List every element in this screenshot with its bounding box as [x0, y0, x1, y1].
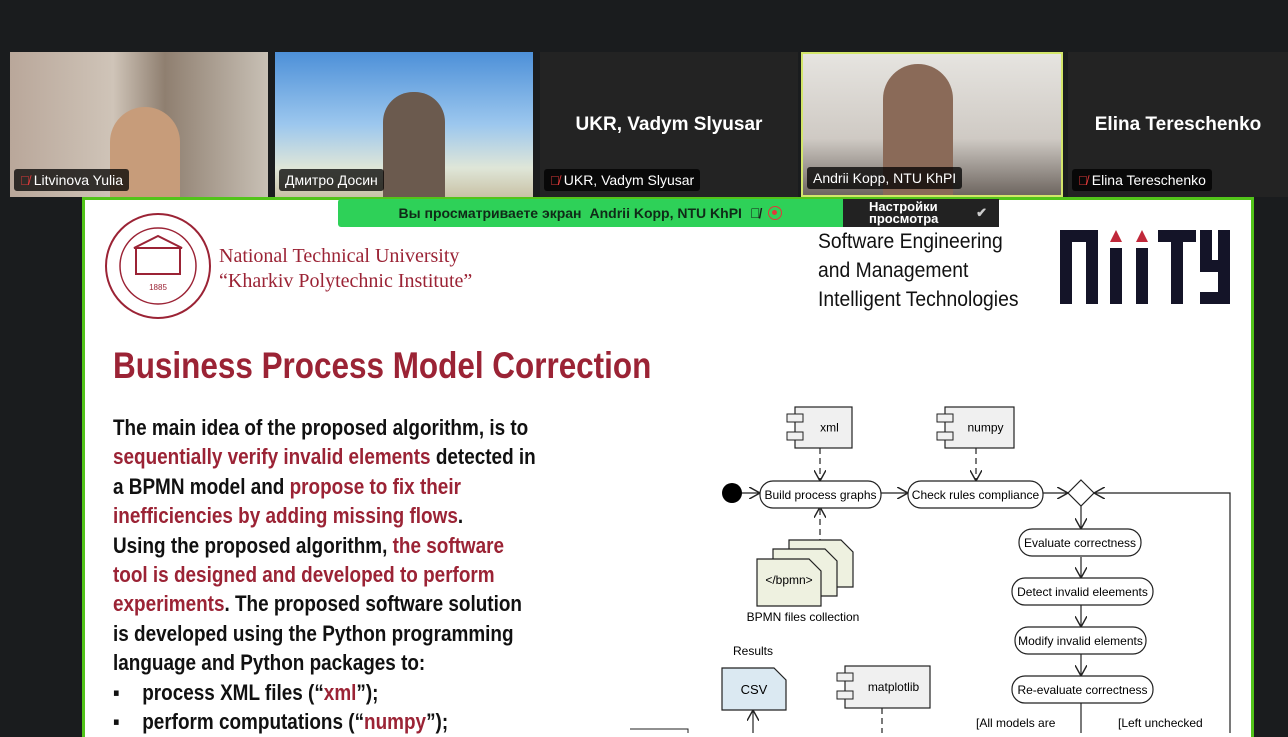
- body-line: ▪ perform computations (“numpy”);: [113, 707, 536, 736]
- highlighted-text: tool is designed and developed to perfor…: [113, 562, 495, 588]
- action-node: Detect invalid eleements: [1011, 577, 1154, 606]
- body-line: tool is designed and developed to perfor…: [113, 560, 536, 589]
- action-label: Check rules compliance: [912, 488, 1040, 502]
- university-name-line: “Kharkiv Polytechnic Institute”: [219, 270, 473, 292]
- participant-display-name: UKR, Vadym Slyusar: [575, 114, 763, 135]
- body-text: perform computations (“: [142, 709, 365, 735]
- action-node: Re-evaluate correctness: [1011, 675, 1154, 704]
- mic-muted-icon: 🎙̸: [550, 172, 560, 188]
- body-text: detected in: [430, 444, 536, 470]
- university-name-line: National Technical University: [219, 245, 460, 267]
- participant-tile[interactable]: Elina Tereschenko 🎙̸Elina Tereschenko: [1068, 52, 1288, 197]
- participant-name: UKR, Vadym Slyusar: [563, 172, 695, 188]
- start-node: [722, 483, 742, 503]
- bpmn-doc-label: </bpmn>: [765, 573, 812, 587]
- slide-body-text: The main idea of the proposed algorithm,…: [113, 413, 536, 736]
- action-node: Build process graphs: [759, 480, 882, 509]
- body-text: process XML files (“: [142, 679, 324, 705]
- csv-label: CSV: [741, 682, 768, 697]
- component-label: matplotlib: [868, 680, 920, 694]
- university-seal-logo: 1885: [105, 213, 211, 319]
- action-node: Check rules compliance: [907, 480, 1044, 509]
- highlighted-text: numpy: [364, 709, 427, 735]
- body-text: a BPMN model and: [113, 473, 290, 499]
- participant-tile-active[interactable]: Andrii Kopp, NTU KhPI: [801, 52, 1063, 197]
- action-node: Modify invalid elements: [1014, 626, 1147, 655]
- body-line: is developed using the Python programmin…: [113, 619, 536, 648]
- view-options-button[interactable]: Настройки просмотра ✔: [843, 199, 999, 227]
- highlighted-text: experiments: [113, 591, 225, 617]
- body-text: The main idea of the proposed algorithm,…: [113, 415, 529, 440]
- share-banner-text: Вы просматриваете экран: [398, 205, 582, 221]
- body-line: experiments. The proposed software solut…: [113, 589, 536, 618]
- body-text: . The proposed software solution: [224, 591, 522, 617]
- action-label: Build process graphs: [764, 488, 876, 502]
- decision-node: [1067, 479, 1095, 507]
- action-label: Detect invalid eleements: [1017, 585, 1148, 599]
- body-line: The main idea of the proposed algorithm,…: [113, 413, 536, 442]
- body-text: is developed using the Python programmin…: [113, 620, 514, 646]
- participant-name: Дмитро Досин: [285, 172, 378, 188]
- action-label: Evaluate correctness: [1024, 536, 1136, 550]
- csv-document: [721, 667, 787, 711]
- action-label: Re-evaluate correctness: [1017, 683, 1147, 697]
- presenter-name: Andrii Kopp, NTU KhPI: [589, 205, 742, 221]
- body-line: Using the proposed algorithm, the softwa…: [113, 531, 536, 560]
- body-text: Using the proposed algorithm,: [113, 532, 393, 558]
- body-line: ▪ process XML files (“xml”);: [113, 678, 536, 707]
- participant-name: Andrii Kopp, NTU KhPI: [813, 170, 957, 186]
- body-text: ”);: [356, 679, 379, 705]
- highlighted-text: inefficiencies by adding missing flows: [113, 503, 458, 529]
- university-name: National Technical University “Kharkiv P…: [219, 244, 472, 294]
- highlighted-text: the software: [392, 532, 505, 558]
- body-text: language and Python packages to:: [113, 650, 426, 676]
- component-xml: xml: [786, 406, 853, 449]
- body-line: a BPMN model and propose to fix their: [113, 472, 536, 501]
- view-options-label: Настройки просмотра: [869, 199, 939, 226]
- participant-tile[interactable]: Дмитро Досин: [275, 52, 533, 197]
- department-line: Intelligent Technologies: [818, 288, 1019, 311]
- body-text: .: [457, 503, 464, 529]
- participant-display-name: Elina Tereschenko: [1094, 114, 1262, 135]
- participant-tile[interactable]: UKR, Vadym Slyusar 🎙̸UKR, Vadym Slyusar: [540, 52, 798, 197]
- action-label: Modify invalid elements: [1018, 634, 1143, 648]
- body-line: inefficiencies by adding missing flows.: [113, 501, 536, 530]
- mic-muted-icon: 🎙̸: [1078, 172, 1088, 188]
- participant-tile[interactable]: 🎙̸Litvinova Yulia: [10, 52, 268, 197]
- highlighted-text: xml: [323, 679, 357, 705]
- participant-name: Elina Tereschenko: [1091, 172, 1206, 188]
- bpmn-collection-label: BPMN files collection: [747, 610, 860, 624]
- component-label: numpy: [967, 421, 1003, 435]
- component-label: xml: [820, 421, 839, 435]
- results-label: Results: [733, 644, 773, 658]
- bullet-icon: ▪: [113, 679, 120, 705]
- department-name: Software Engineering and Management Inte…: [818, 227, 1019, 314]
- department-line: Software Engineering: [818, 230, 1003, 253]
- body-line: language and Python packages to:: [113, 648, 536, 677]
- department-line: and Management: [818, 259, 969, 282]
- participant-name: Litvinova Yulia: [33, 172, 123, 188]
- guard-label: [All models are: [976, 716, 1056, 730]
- department-logo: [1060, 230, 1230, 304]
- highlighted-text: sequentially verify invalid elements: [113, 444, 431, 470]
- svg-text:1885: 1885: [149, 283, 167, 292]
- highlighted-text: propose to fix their: [289, 473, 461, 499]
- component-numpy: numpy: [936, 406, 1015, 449]
- screen-share-banner: Вы просматриваете экран Andrii Kopp, NTU…: [338, 199, 843, 227]
- guard-label: [Left unchecked: [1118, 716, 1203, 730]
- action-node: Evaluate correctness: [1018, 528, 1142, 557]
- component-matplotlib: matplotlib: [836, 665, 931, 709]
- body-text: ”);: [426, 709, 449, 735]
- slide-title: Business Process Model Correction: [113, 345, 652, 386]
- bpmn-documents: [756, 539, 854, 607]
- body-line: sequentially verify invalid elements det…: [113, 442, 536, 471]
- mic-muted-icon: 🎙̸: [20, 172, 30, 188]
- recording-icon: [768, 206, 783, 220]
- chevron-down-icon: ✔: [976, 205, 987, 220]
- activity-diagram: xml numpy matplotlib Build process graphs Ch…: [630, 406, 1231, 733]
- mic-muted-icon: 🎙̸: [749, 205, 761, 221]
- bullet-icon: ▪: [113, 709, 120, 735]
